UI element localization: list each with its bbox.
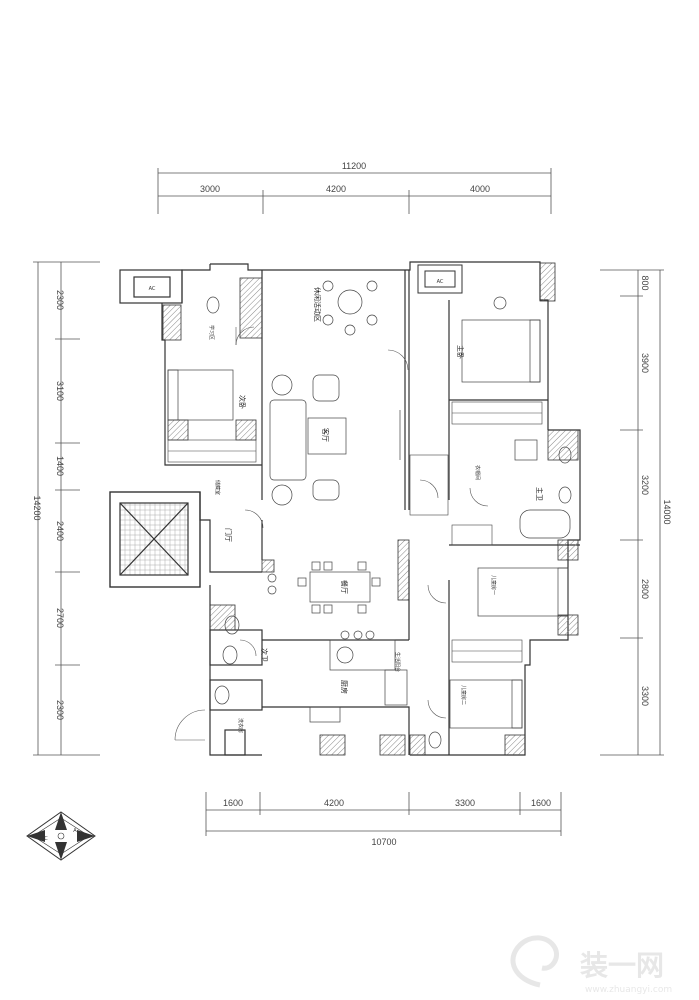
watermark: 装一网 www.zhuangyi.com bbox=[510, 935, 672, 995]
bottom-dim-3: 3300 bbox=[455, 798, 475, 808]
compass-n: D bbox=[59, 822, 63, 828]
ac-unit-right bbox=[417, 264, 463, 294]
walls bbox=[109, 261, 581, 756]
door-swings bbox=[174, 326, 489, 741]
compass-s: B bbox=[59, 849, 63, 855]
room-cloakroom: 衣帽间 bbox=[474, 465, 481, 480]
wall-columns bbox=[162, 262, 579, 756]
left-dim-1: 2300 bbox=[55, 290, 65, 310]
right-dim-1: 800 bbox=[640, 275, 650, 290]
wardrobes bbox=[167, 401, 543, 663]
bottom-dimensions bbox=[205, 792, 562, 836]
top-dim-2: 4200 bbox=[326, 184, 346, 194]
top-dim-3: 4000 bbox=[470, 184, 490, 194]
bath-fixtures bbox=[206, 296, 572, 749]
left-dim-6: 2300 bbox=[55, 700, 65, 720]
room-dining: 餐厅 bbox=[340, 580, 349, 594]
room-study: 学习区 bbox=[208, 325, 215, 340]
room-kitchen: 厨房 bbox=[340, 680, 349, 694]
left-dim-2: 3100 bbox=[55, 381, 65, 401]
right-dim-2: 3900 bbox=[640, 353, 650, 373]
kitchen-fixtures bbox=[309, 630, 408, 723]
compass-rose bbox=[26, 811, 96, 861]
room-kids-1: 儿童房一 bbox=[490, 575, 497, 595]
left-total-dim: 14200 bbox=[32, 495, 42, 520]
room-balcony: 生活阳台 bbox=[394, 652, 401, 672]
right-dim-4: 2800 bbox=[640, 579, 650, 599]
ac-label-right: AC bbox=[437, 279, 444, 285]
right-total-dim: 14000 bbox=[662, 499, 672, 524]
beds bbox=[167, 319, 569, 729]
compass-e: A bbox=[73, 828, 77, 834]
dining-table bbox=[297, 561, 381, 614]
top-dim-1: 3000 bbox=[200, 184, 220, 194]
top-total-dim: 11200 bbox=[342, 161, 366, 171]
watermark-brand: 装一网 bbox=[580, 949, 664, 982]
room-living: 客厅 bbox=[321, 428, 330, 442]
left-dim-3: 1400 bbox=[55, 456, 65, 476]
room-second-bath: 次卫 bbox=[260, 648, 269, 662]
room-foyer: 门厅 bbox=[224, 528, 233, 542]
room-master-bath: 主卫 bbox=[535, 487, 544, 501]
watermark-url: www.zhuangyi.com bbox=[585, 985, 672, 995]
room-storage: 储藏室 bbox=[214, 480, 221, 495]
living-furniture bbox=[269, 280, 401, 506]
ac-label-left: AC bbox=[149, 286, 156, 292]
right-dim-5: 3300 bbox=[640, 686, 650, 706]
bottom-total-dim: 10700 bbox=[371, 837, 396, 847]
top-dimensions bbox=[157, 168, 552, 214]
room-master-bedroom: 主卧 bbox=[456, 345, 465, 359]
room-laundry: 洗衣房 bbox=[237, 718, 244, 733]
bottom-dim-1: 1600 bbox=[223, 798, 243, 808]
bottom-dim-4: 1600 bbox=[531, 798, 551, 808]
left-dim-5: 2700 bbox=[55, 608, 65, 628]
room-leisure: 休闲活动区 bbox=[313, 287, 322, 322]
bottom-dim-2: 4200 bbox=[324, 798, 344, 808]
left-dim-4: 2400 bbox=[55, 521, 65, 541]
watermark-logo-icon bbox=[510, 935, 559, 988]
right-dimensions bbox=[600, 269, 664, 756]
compass-w: C bbox=[44, 836, 48, 842]
right-dim-3: 3200 bbox=[640, 475, 650, 495]
room-second-bedroom: 次卧 bbox=[238, 395, 247, 409]
room-kids-2: 儿童房二 bbox=[460, 685, 467, 705]
left-dimensions bbox=[33, 261, 100, 756]
